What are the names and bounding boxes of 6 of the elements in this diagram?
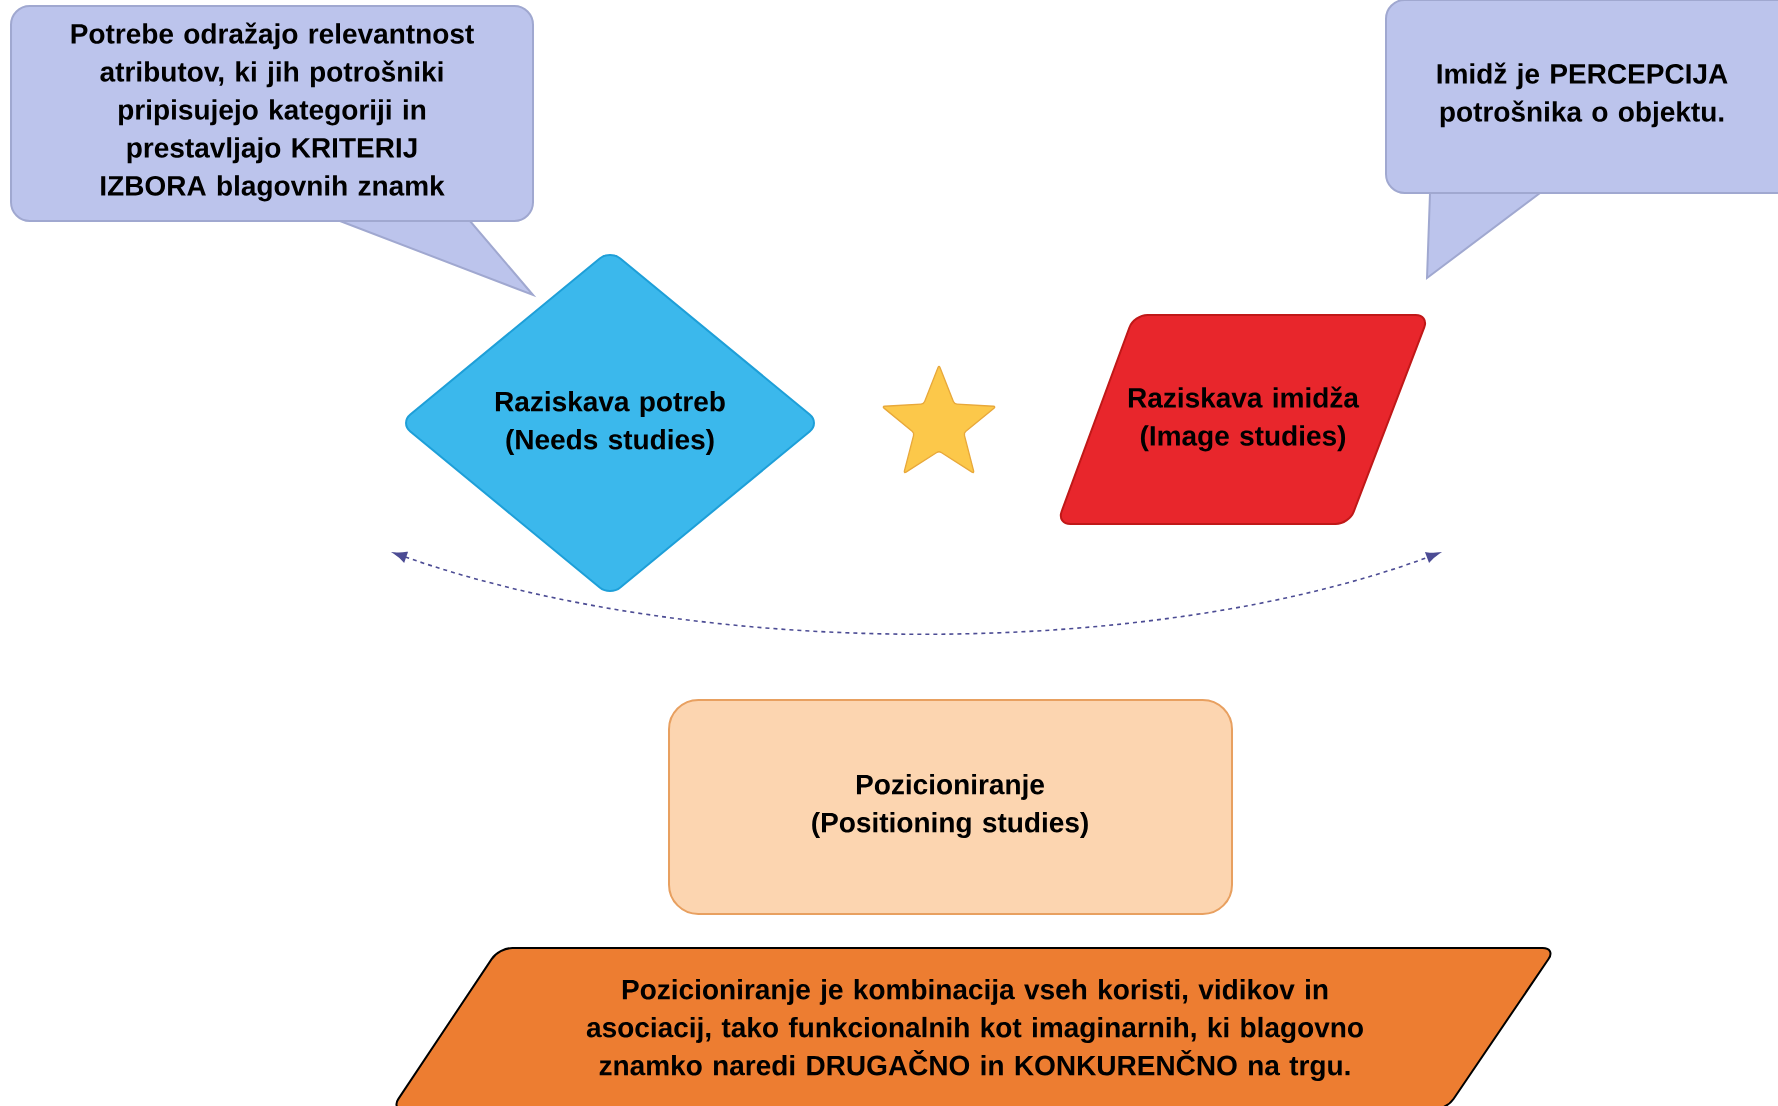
process-box: Pozicioniranje (Positioning studies) — [668, 699, 1233, 915]
parallelogram-box: Raziskava imidža (Image studies) — [1059, 314, 1427, 525]
speech-bubble: Imidž je PERCEPCIJA potrošnika o objektu. — [1385, 0, 1778, 281]
trapezoid-banner: Pozicioniranje je kombinacija vseh koristi, vidikov in asociacij, tako funkcionalnih kot imaginarnih, ki blagovno znamko naredi DRUGAČNO in KONKURENČNO na trgu. — [395, 947, 1552, 1106]
speech-bubble: Potrebe odražajo relevantnost atributov, ki jih potrošniki pripisujejo kategoriji in prestavljajo KRITERIJ IZBORA blagovnih znamk — [10, 5, 537, 298]
star-icon — [882, 365, 996, 474]
